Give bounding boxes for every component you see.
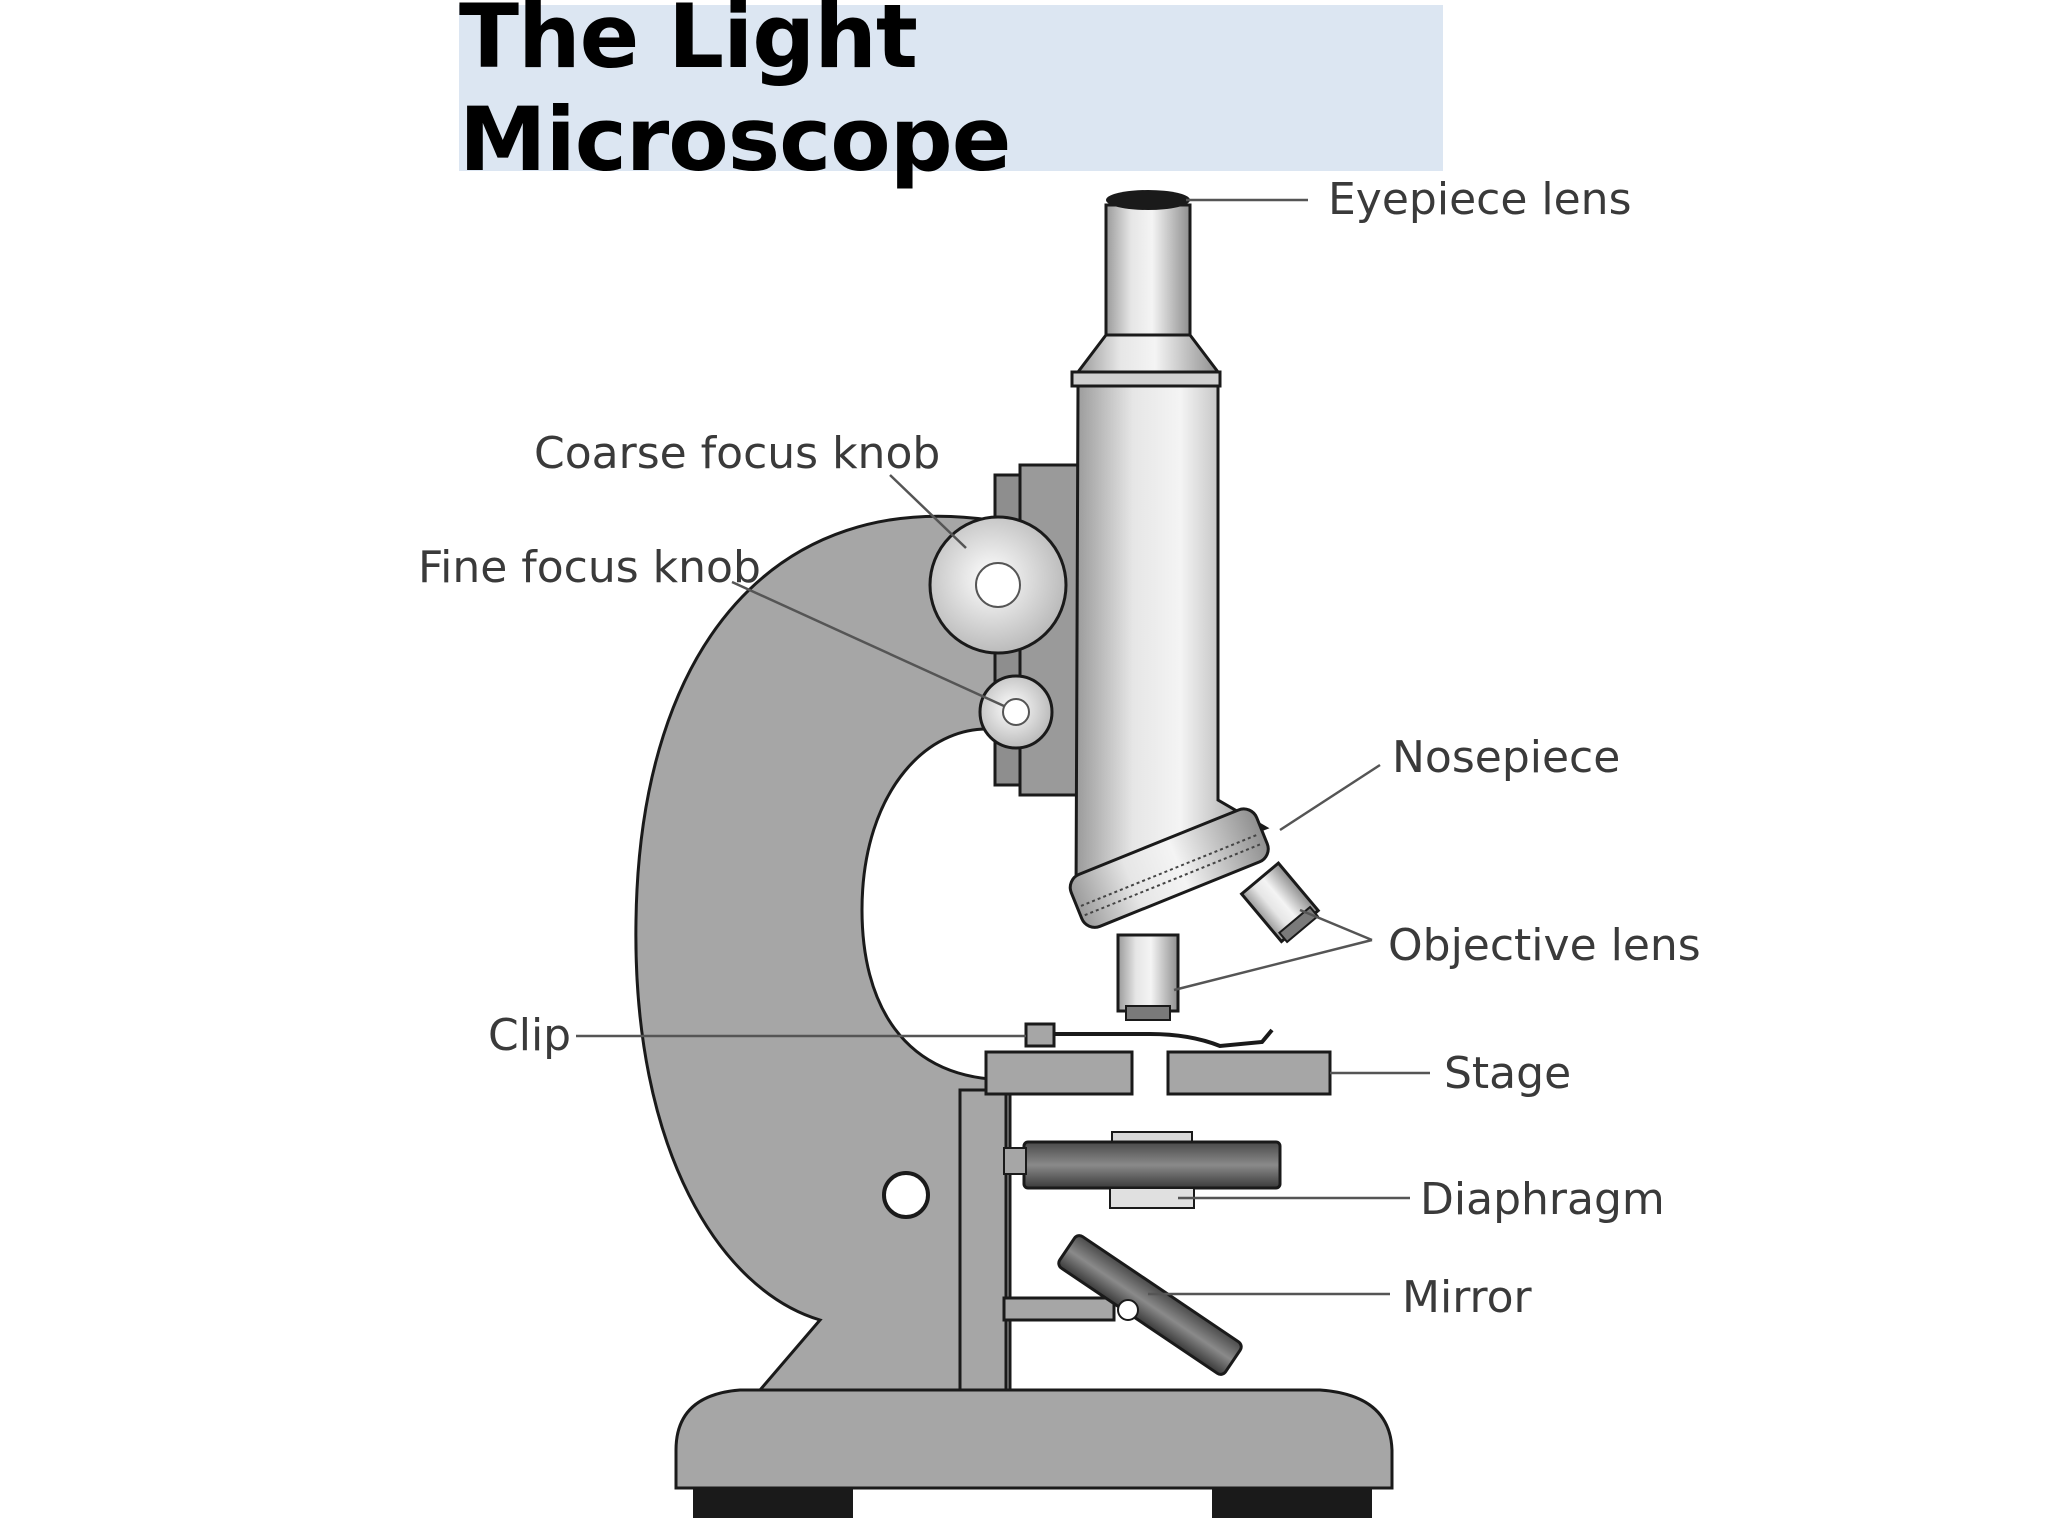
stage-right (1166, 1050, 1332, 1096)
pillar (958, 1088, 1008, 1392)
eyepiece-top (1106, 190, 1190, 210)
label-objective-lens: Objective lens (1388, 920, 1701, 971)
leader-objective-2 (1173, 938, 1373, 992)
mirror-bracket (1002, 1296, 1116, 1322)
leader-nosepiece (1279, 763, 1381, 832)
stage-left (984, 1050, 1134, 1096)
clip[interactable] (1024, 1022, 1056, 1048)
tube-collar (1070, 370, 1222, 388)
objective-lens-side (1239, 861, 1321, 944)
nosepiece (1068, 807, 1270, 929)
diaphragm-bracket (1003, 1147, 1027, 1175)
mirror[interactable] (1056, 1233, 1243, 1376)
mirror-pivot (1117, 1299, 1139, 1321)
label-fine-focus-knob: Fine focus knob (418, 542, 761, 593)
leader-lines (576, 198, 1430, 1296)
objective-lens-main (1116, 933, 1180, 1021)
coarse-knob-hole (975, 562, 1021, 608)
arm-hole (882, 1171, 930, 1219)
label-nosepiece: Nosepiece (1392, 732, 1620, 783)
leader-objective-1 (1299, 908, 1373, 942)
tube-flare (1074, 333, 1222, 374)
fine-knob-hole (1002, 698, 1030, 726)
arm (634, 514, 1012, 1392)
label-eyepiece-lens: Eyepiece lens (1328, 174, 1632, 225)
label-mirror: Mirror (1402, 1272, 1533, 1323)
label-clip: Clip (488, 1010, 571, 1061)
leader-fine (731, 580, 1005, 708)
title-banner: The Light Microscope (459, 0, 1443, 191)
leader-coarse (889, 474, 967, 549)
clip-arm (1054, 1028, 1274, 1049)
diaphragm[interactable] (1022, 1140, 1282, 1190)
base (674, 1388, 1394, 1490)
label-stage: Stage (1444, 1048, 1571, 1099)
label-coarse-focus-knob: Coarse focus knob (534, 428, 940, 479)
label-diaphragm: Diaphragm (1420, 1174, 1665, 1225)
eyepiece (1104, 203, 1192, 337)
